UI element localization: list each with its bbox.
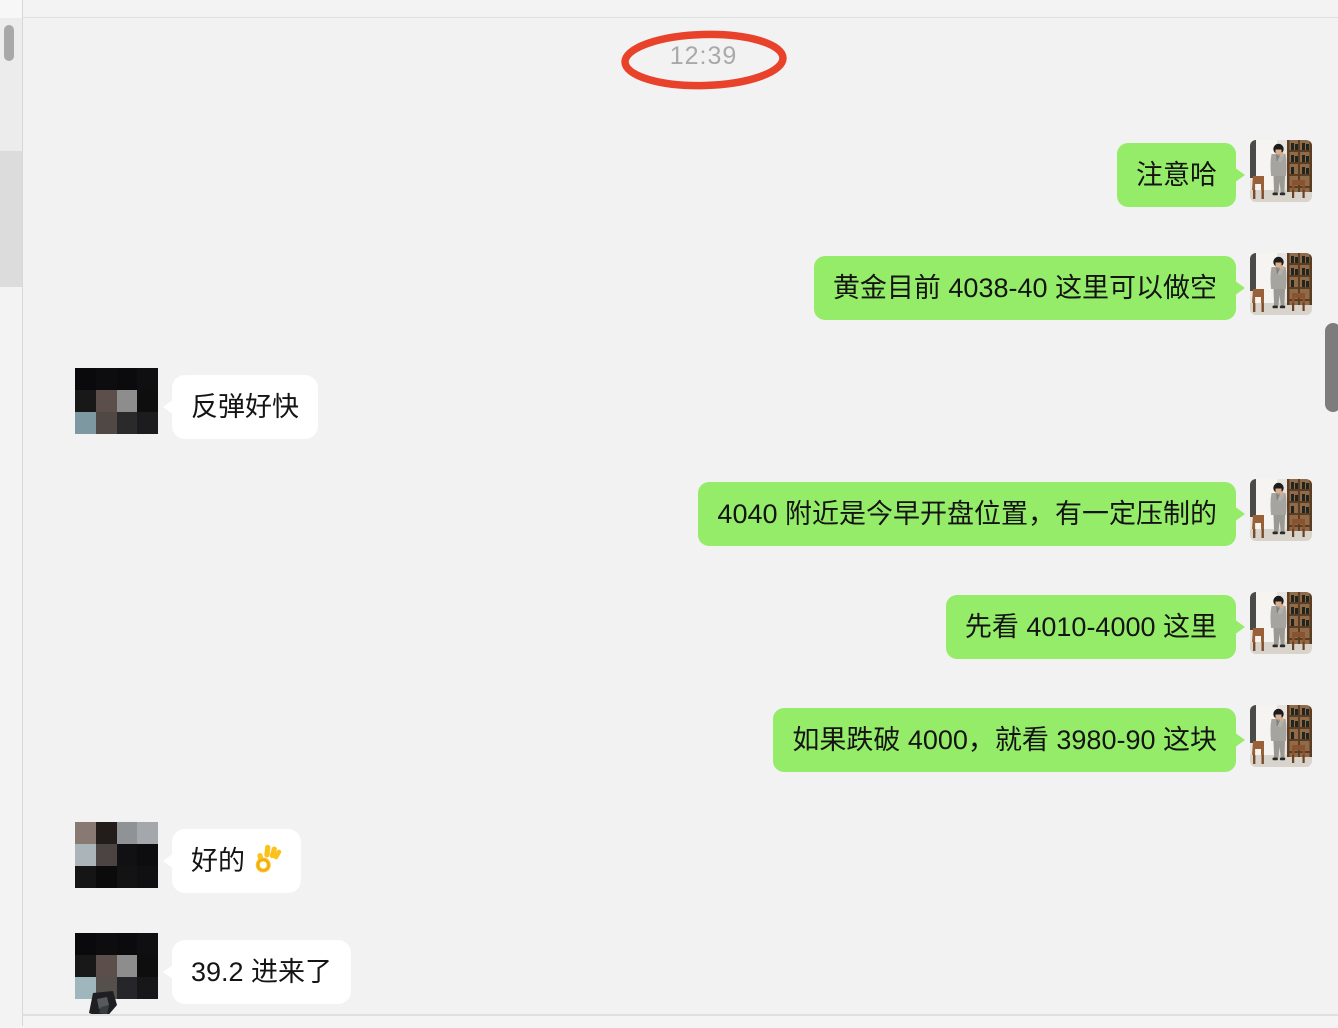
- annotation-circle-icon: [620, 30, 787, 90]
- message-text: 注意哈: [1136, 160, 1217, 190]
- message-bubble[interactable]: 黄金目前 4038-40 这里可以做空: [813, 256, 1245, 320]
- mosaic-cell: [75, 977, 96, 999]
- sender-photo-avatar[interactable]: [1250, 592, 1312, 654]
- mosaic-cell: [95, 933, 117, 955]
- avatar-fragment: [87, 991, 121, 1014]
- message-row: 注意哈: [23, 140, 1338, 207]
- message-bubble[interactable]: 反弹好快: [163, 375, 318, 439]
- message-text: 如果跌破 4000，就看 3980-90 这块: [792, 725, 1217, 755]
- bubble-tail: [163, 964, 174, 980]
- mosaic-cell: [116, 822, 138, 844]
- mosaic-cell: [137, 866, 158, 888]
- timestamp: 12:39: [669, 41, 738, 70]
- message-bubble[interactable]: 好的: [163, 829, 301, 893]
- message-bubble[interactable]: 先看 4010-4000 这里: [945, 595, 1245, 659]
- message-row: 反弹好快: [23, 368, 1338, 439]
- message-list[interactable]: 12:39 注意哈 黄金目前 4038-40 这里可以做空: [23, 18, 1338, 1014]
- mosaic-cell: [95, 412, 117, 434]
- mosaic-cell: [137, 844, 158, 866]
- bubble-tail: [1234, 619, 1245, 635]
- message-text: 反弹好快: [191, 392, 299, 422]
- mosaic-cell: [95, 866, 117, 888]
- mosaic-cell: [116, 412, 138, 434]
- mosaic-cell: [137, 977, 158, 999]
- mosaic-cell: [116, 368, 138, 390]
- mosaic-cell: [75, 866, 96, 888]
- mosaic-cell: [116, 933, 138, 955]
- ok-hand-emoji: [252, 844, 282, 874]
- mosaic-cell: [116, 866, 138, 888]
- time-divider: 12:39: [23, 30, 1338, 92]
- mosaic-cell: [116, 977, 138, 999]
- mosaic-cell: [95, 368, 117, 390]
- left-scrollbar-thumb[interactable]: [4, 25, 14, 61]
- mosaic-cell: [75, 844, 96, 866]
- message-bubble[interactable]: 4040 附近是今早开盘位置，有一定压制的: [698, 482, 1245, 546]
- mosaic-cell: [75, 412, 96, 434]
- left-scrollbar-rail: [0, 0, 23, 1026]
- right-scrollbar-thumb[interactable]: [1325, 323, 1338, 412]
- bubble-tail: [1234, 280, 1245, 296]
- message-row: 好的: [23, 822, 1338, 893]
- message-text: 4040 附近是今早开盘位置，有一定压制的: [717, 499, 1217, 529]
- mosaic-cell: [75, 390, 96, 412]
- mosaic-cell: [95, 390, 117, 412]
- message-row: 如果跌破 4000，就看 3980-90 这块: [23, 705, 1338, 772]
- mosaic-cell: [116, 955, 138, 977]
- message-bubble[interactable]: 39.2 进来了: [163, 940, 352, 1004]
- mosaic-cell: [137, 390, 158, 412]
- rail-segment: [0, 0, 22, 18]
- sender-photo-avatar[interactable]: [1250, 479, 1312, 541]
- mosaic-cell: [95, 822, 117, 844]
- window-bottom-band: [0, 1014, 1338, 1028]
- mosaic-cell: [95, 844, 117, 866]
- mosaic-cell: [137, 933, 158, 955]
- mosaic-cell: [75, 822, 96, 844]
- rail-segment: [0, 151, 22, 287]
- mosaic-cell: [116, 844, 138, 866]
- message-row: 39.2 进来了: [23, 933, 1338, 1014]
- message-row: 先看 4010-4000 这里: [23, 592, 1338, 659]
- message-row: 黄金目前 4038-40 这里可以做空: [23, 253, 1338, 320]
- sender-photo-avatar[interactable]: [1250, 253, 1312, 315]
- pixelated-avatar[interactable]: [75, 933, 158, 1014]
- bubble-tail: [1234, 167, 1245, 183]
- mosaic-cell: [75, 368, 96, 390]
- time-inner: 12:39: [616, 30, 792, 92]
- bubble-tail: [163, 399, 174, 415]
- mosaic-cell: [95, 955, 117, 977]
- pixelated-avatar[interactable]: [75, 822, 158, 888]
- pixelated-avatar[interactable]: [75, 368, 158, 434]
- message-text: 好的: [191, 846, 245, 876]
- mosaic-cell: [75, 933, 96, 955]
- mosaic-cell: [137, 822, 158, 844]
- sender-photo-avatar[interactable]: [1250, 140, 1312, 202]
- message-text: 先看 4010-4000 这里: [964, 612, 1217, 642]
- sender-photo-avatar[interactable]: [1250, 705, 1312, 767]
- mosaic-cell: [75, 955, 96, 977]
- window-top-band: [0, 0, 1338, 18]
- message-text: 39.2 进来了: [191, 957, 333, 987]
- message-text: 黄金目前 4038-40 这里可以做空: [832, 273, 1217, 303]
- mosaic-cell: [116, 390, 138, 412]
- mosaic-cell: [137, 368, 158, 390]
- bubble-tail: [1234, 732, 1245, 748]
- bubble-tail: [1234, 506, 1245, 522]
- message-bubble[interactable]: 如果跌破 4000，就看 3980-90 这块: [773, 708, 1245, 772]
- mosaic-cell: [137, 412, 158, 434]
- bubble-tail: [163, 853, 174, 869]
- message-bubble[interactable]: 注意哈: [1117, 143, 1245, 207]
- message-row: 4040 附近是今早开盘位置，有一定压制的: [23, 479, 1338, 546]
- mosaic-cell: [137, 955, 158, 977]
